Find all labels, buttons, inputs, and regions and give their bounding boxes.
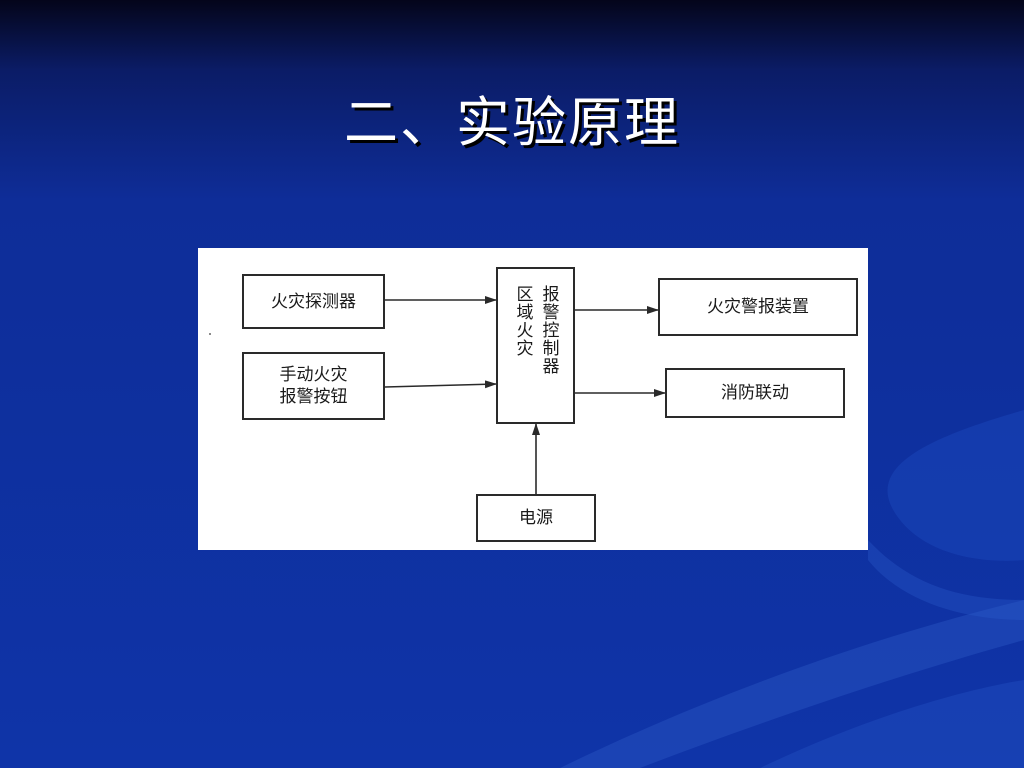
fire-alarm-device-label: 火灾警报装置 bbox=[707, 297, 809, 317]
controller-label-col1: 报警控制器 bbox=[538, 285, 559, 375]
diagram-connectors bbox=[209, 296, 666, 494]
fire-alarm-device-box: 火灾警报装置 bbox=[658, 278, 858, 336]
controller-label-col2: 区域火灾 bbox=[512, 285, 533, 357]
fire-detector-label: 火灾探测器 bbox=[271, 291, 356, 312]
arrow-button-to-controller bbox=[384, 380, 497, 389]
block-diagram: 火灾探测器 手动火灾 报警按钮 报警控制器 区域火灾 火灾警报装置 消防联动 电… bbox=[198, 248, 868, 550]
fire-detector-box: 火灾探测器 bbox=[242, 274, 385, 329]
power-supply-box: 电源 bbox=[476, 494, 596, 542]
area-fire-alarm-controller-box: 报警控制器 区域火灾 bbox=[496, 267, 575, 424]
power-supply-label: 电源 bbox=[519, 508, 553, 528]
manual-alarm-button-label: 手动火灾 报警按钮 bbox=[279, 365, 348, 407]
fire-linkage-box: 消防联动 bbox=[665, 368, 845, 418]
fire-linkage-label: 消防联动 bbox=[721, 383, 789, 403]
slide-title: 二、实验原理 bbox=[344, 91, 680, 154]
manual-alarm-button-box: 手动火灾 报警按钮 bbox=[242, 352, 385, 420]
